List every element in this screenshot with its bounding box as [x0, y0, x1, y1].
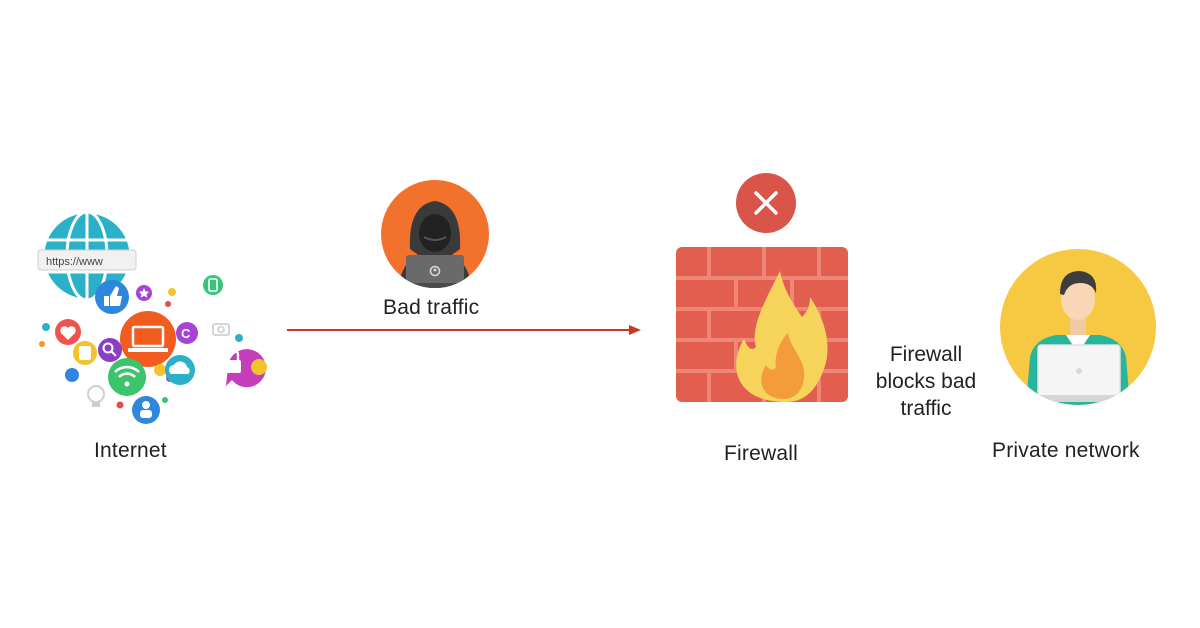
decor-dot — [251, 359, 267, 375]
firewall-label: Firewall — [724, 442, 798, 465]
cloud-icon — [165, 355, 195, 385]
decor-dot — [39, 341, 45, 347]
caption-line-3: traffic — [900, 397, 952, 420]
traffic-arrow — [287, 320, 643, 340]
decor-dot — [235, 334, 243, 342]
camera-icon — [212, 323, 230, 336]
hacker-icon — [380, 179, 490, 289]
internet-illustration: https://www — [37, 210, 267, 424]
lock-icon — [224, 348, 266, 388]
caption-line-2: blocks bad — [875, 370, 977, 393]
decor-dot — [168, 288, 176, 296]
heart-icon — [55, 319, 81, 345]
private-network-label: Private network — [992, 439, 1140, 462]
x-icon — [735, 172, 797, 234]
flame-icon — [736, 271, 828, 402]
decor-dot — [42, 323, 50, 331]
wifi-icon — [108, 358, 146, 396]
decor-dot — [116, 401, 124, 409]
caption-line-1: Firewall — [889, 343, 963, 366]
bad-traffic-label: Bad traffic — [383, 296, 480, 319]
copyright-icon: C — [176, 322, 198, 344]
decor-dot — [162, 397, 168, 403]
decor-dot — [165, 301, 171, 307]
user-with-laptop-icon — [1000, 249, 1156, 405]
svg-text:C: C — [181, 326, 191, 341]
thumbs-up-icon — [95, 280, 129, 314]
internet-cluster: https://www — [30, 200, 290, 440]
url-bar: https://www — [37, 249, 137, 271]
phone-icon — [203, 275, 223, 295]
firewall-caption: Firewall blocks bad traffic — [860, 341, 992, 422]
star-icon — [136, 285, 152, 301]
firewall-icon — [676, 247, 848, 402]
url-text: https://www — [46, 256, 103, 268]
decor-dot — [65, 368, 79, 382]
search-icon — [98, 338, 122, 362]
laptop-icon — [120, 311, 176, 367]
chat-icon — [73, 341, 97, 365]
lightbulb-icon — [87, 385, 105, 407]
person-icon — [132, 396, 160, 424]
decor-dot — [154, 364, 166, 376]
internet-label: Internet — [94, 439, 167, 462]
